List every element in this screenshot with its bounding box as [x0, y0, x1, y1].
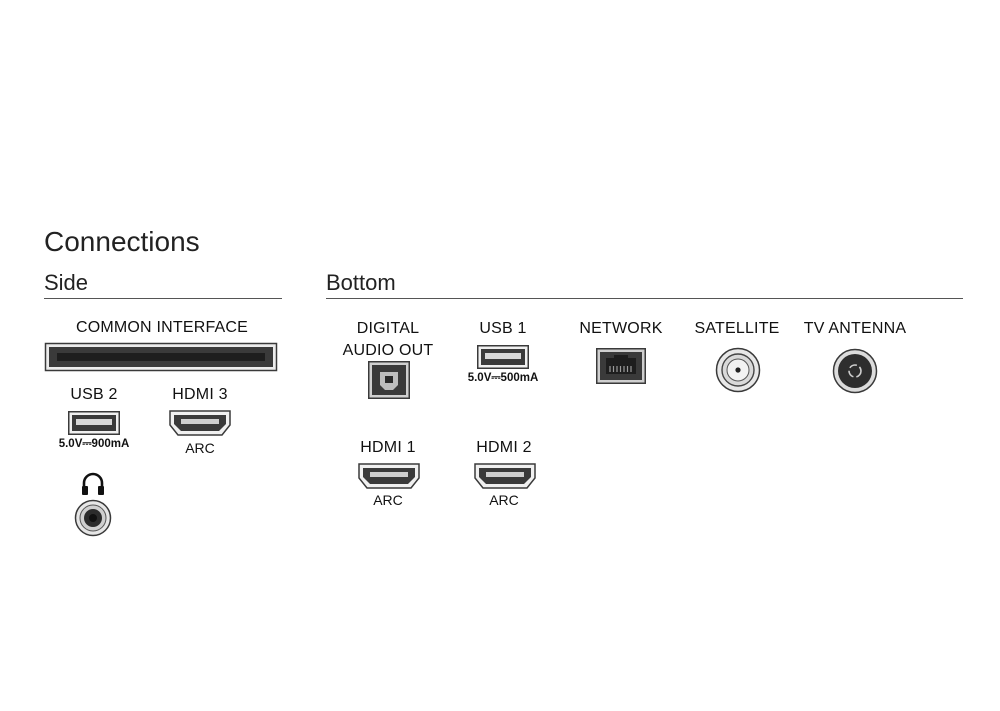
usb2-label: USB 2: [70, 386, 118, 403]
digital-audio-out-label-line1: DIGITAL: [356, 320, 420, 337]
antenna-connector-icon: [832, 348, 878, 394]
side-divider: [44, 298, 282, 299]
bottom-divider: [326, 298, 963, 299]
usb2-spec: 5.0V⎓900mA: [58, 438, 130, 450]
headphone-jack-icon: [74, 499, 112, 537]
hdmi-port-icon: [474, 463, 536, 489]
usb-port-icon: [68, 411, 120, 435]
ethernet-port-icon: [596, 348, 646, 384]
network-label: NETWORK: [579, 320, 663, 337]
usb1-label: USB 1: [479, 320, 527, 337]
optical-port-icon: [368, 361, 410, 399]
hdmi3-arc-label: ARC: [185, 440, 215, 456]
digital-audio-out-label-line2: AUDIO OUT: [342, 342, 434, 359]
hdmi2-label: HDMI 2: [476, 439, 532, 456]
tv-antenna-label: TV ANTENNA: [803, 320, 907, 337]
hdmi1-label: HDMI 1: [360, 439, 416, 456]
hdmi-port-icon: [169, 410, 231, 436]
headphones-icon: [82, 472, 104, 495]
hdmi2-arc-label: ARC: [489, 492, 519, 508]
section-bottom-heading: Bottom: [326, 270, 396, 295]
common-interface-slot-icon: [44, 342, 278, 372]
hdmi1-arc-label: ARC: [373, 492, 403, 508]
page-title: Connections: [44, 226, 200, 257]
hdmi3-label: HDMI 3: [172, 386, 228, 403]
section-side-heading: Side: [44, 270, 89, 295]
common-interface-label: COMMON INTERFACE: [75, 319, 249, 336]
satellite-label: SATELLITE: [694, 320, 780, 337]
hdmi-port-icon: [358, 463, 420, 489]
satellite-connector-icon: [715, 347, 761, 393]
usb1-spec: 5.0V⎓500mA: [467, 372, 539, 384]
usb-port-icon: [477, 345, 529, 369]
